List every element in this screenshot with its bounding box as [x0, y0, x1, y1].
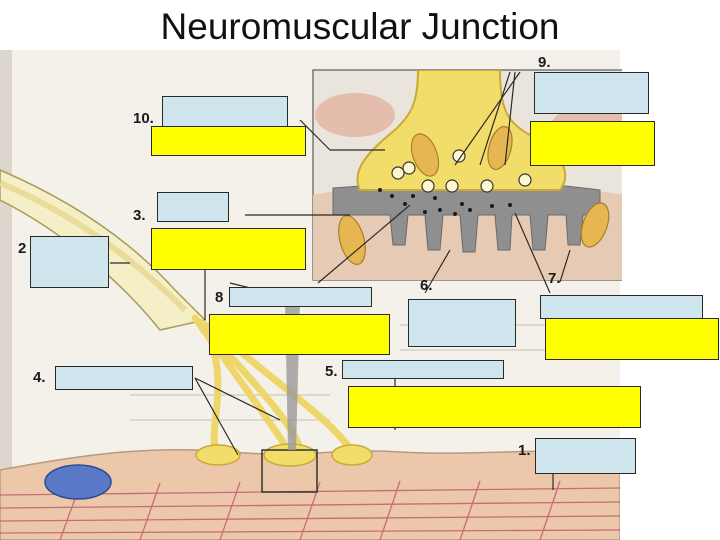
label-number-7: 7.	[548, 270, 561, 287]
label-box-9[interactable]	[534, 72, 649, 114]
muscle-striations	[0, 480, 620, 540]
label-box-4[interactable]	[55, 366, 193, 390]
label-number-2: 2	[18, 240, 27, 257]
answer-box-10[interactable]	[151, 126, 306, 156]
answer-box-3[interactable]	[151, 228, 306, 270]
label-number-3: 3.	[133, 207, 146, 224]
synaptic-vesicles	[391, 149, 532, 193]
label-box-8[interactable]	[229, 287, 372, 307]
label-number-9: 9.	[538, 54, 551, 71]
label-box-7[interactable]	[540, 295, 703, 319]
label-number-4: 4.	[33, 369, 46, 386]
muscle-nucleus	[44, 464, 112, 500]
label-box-3[interactable]	[157, 192, 229, 222]
label-number-6: 6.	[420, 277, 433, 294]
magnified-inset	[312, 69, 624, 281]
label-number-5: 5.	[325, 363, 338, 380]
answer-box-5[interactable]	[348, 386, 641, 428]
neurotransmitter-molecules	[378, 188, 512, 216]
synaptic-end-bulbs	[195, 443, 373, 467]
label-box-5[interactable]	[342, 360, 504, 379]
label-box-10[interactable]	[162, 96, 288, 129]
answer-box-9[interactable]	[530, 121, 655, 166]
label-box-6[interactable]	[408, 299, 516, 347]
answer-box-7[interactable]	[545, 318, 719, 360]
label-number-10: 10.	[133, 110, 154, 127]
label-number-1: 1.	[518, 442, 531, 459]
mitochondria	[338, 125, 610, 265]
label-box-1[interactable]	[535, 438, 636, 474]
label-number-8: 8	[215, 289, 224, 306]
label-box-2[interactable]	[30, 236, 109, 288]
axon-terminal	[356, 70, 567, 191]
page-title: Neuromuscular Junction	[160, 6, 560, 47]
answer-box-8[interactable]	[209, 314, 390, 355]
